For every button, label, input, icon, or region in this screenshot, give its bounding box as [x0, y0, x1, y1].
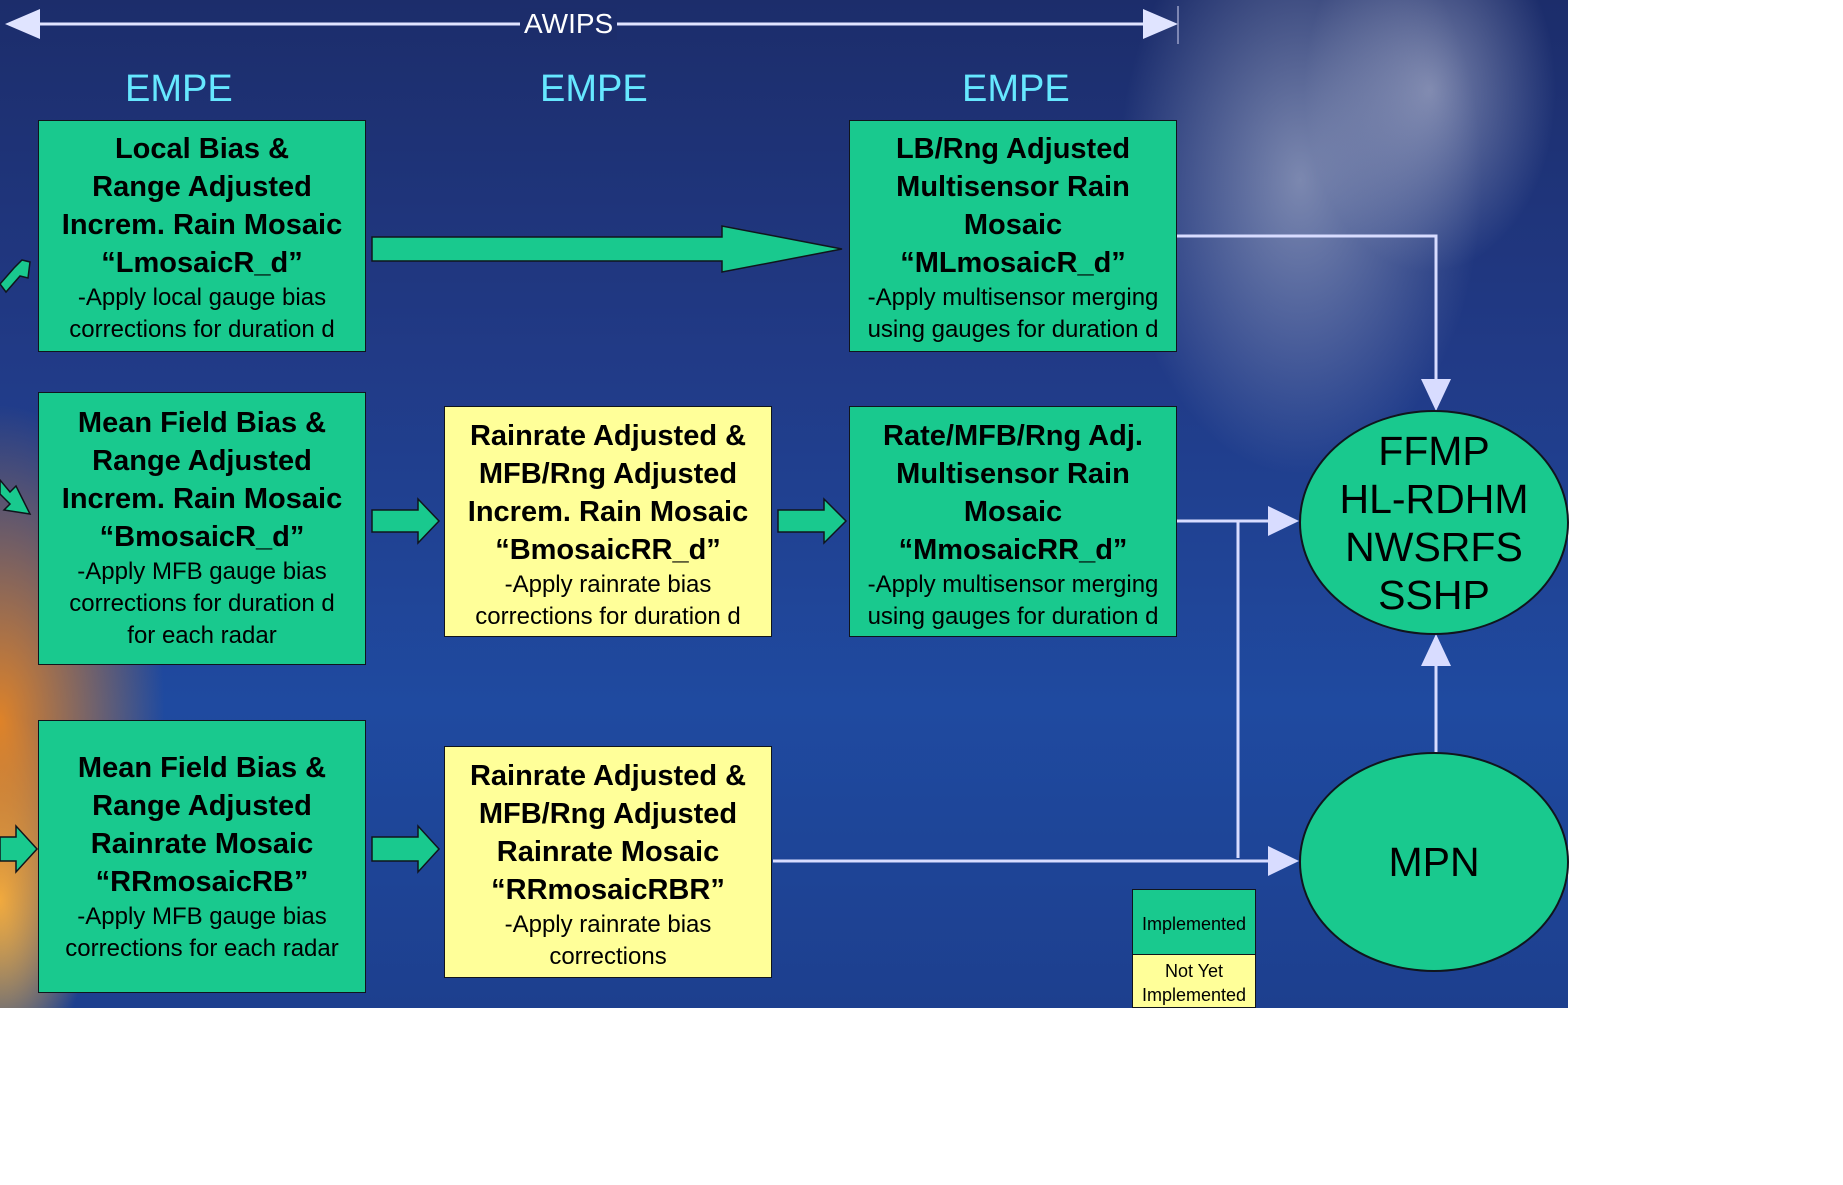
header-empe-3: EMPE: [962, 68, 1070, 110]
box-mmosaicrr-d: Rate/MFB/Rng Adj. Multisensor Rain Mosai…: [849, 406, 1177, 637]
header-empe-1: EMPE: [125, 68, 233, 110]
box-bmosaicrr-d: Rainrate Adjusted & MFB/Rng Adjusted Inc…: [444, 406, 772, 637]
arrow-rrmosaicrb-to-rrmosaicrbr: [371, 824, 441, 874]
box-title: LB/Rng Adjusted Multisensor Rain Mosaic …: [895, 133, 1131, 279]
box-title: Local Bias & Range Adjusted Increm. Rain…: [61, 133, 343, 279]
awips-label: AWIPS: [520, 8, 618, 40]
box-bmosaicr-d: Mean Field Bias & Range Adjusted Increm.…: [38, 392, 366, 665]
arrow-lmosaic-to-mlmosaic: [371, 225, 843, 273]
legend-not-yet-implemented: Not Yet Implemented: [1132, 954, 1256, 1008]
header-empe-2: EMPE: [540, 68, 648, 110]
box-description: -Apply multisensor merging using gauges …: [867, 571, 1159, 630]
arrowhead-models-left: [1268, 506, 1299, 536]
box-mlmosaicr-d: LB/Rng Adjusted Multisensor Rain Mosaic …: [849, 120, 1177, 352]
ellipse-mpn: MPN: [1299, 752, 1569, 972]
box-lmosaicr-d: Local Bias & Range Adjusted Increm. Rain…: [38, 120, 366, 352]
box-description: -Apply MFB gauge bias corrections for du…: [69, 558, 335, 649]
arrow-left-edge-3: [0, 824, 39, 874]
box-rrmosaicrb: Mean Field Bias & Range Adjusted Rainrat…: [38, 720, 366, 993]
arrowhead-mpn-left: [1268, 846, 1299, 876]
box-description: -Apply local gauge bias corrections for …: [69, 284, 335, 343]
box-title: Rainrate Adjusted & MFB/Rng Adjusted Inc…: [467, 420, 749, 566]
box-title: Rate/MFB/Rng Adj. Multisensor Rain Mosai…: [883, 420, 1143, 566]
ellipse-hydro-models: FFMP HL-RDHM NWSRFS SSHP: [1299, 410, 1569, 635]
arrowhead-models-bottom: [1421, 634, 1451, 666]
box-description: -Apply rainrate bias corrections for dur…: [475, 571, 741, 630]
legend-implemented: Implemented: [1132, 889, 1256, 955]
arrow-left-edge-1: [0, 259, 31, 294]
box-description: -Apply rainrate bias corrections: [504, 911, 712, 970]
line-mlmosaic-to-models: [1177, 234, 1438, 383]
box-title: Mean Field Bias & Range Adjusted Rainrat…: [77, 752, 327, 898]
arrow-bmosaicrr-to-mmosaicrr: [777, 497, 848, 545]
connectors-layer: [0, 6, 1451, 876]
box-rrmosaicrbr: Rainrate Adjusted & MFB/Rng Adjusted Rai…: [444, 746, 772, 978]
arrow-left-edge-2: [0, 478, 32, 515]
arrowhead-models-top: [1421, 379, 1451, 411]
box-description: -Apply MFB gauge bias corrections for ea…: [65, 903, 339, 962]
arrow-bmosaic-to-bmosaicrr: [371, 497, 441, 545]
box-title: Mean Field Bias & Range Adjusted Increm.…: [61, 407, 343, 553]
box-description: -Apply multisensor merging using gauges …: [867, 284, 1159, 343]
box-title: Rainrate Adjusted & MFB/Rng Adjusted Rai…: [469, 760, 747, 906]
